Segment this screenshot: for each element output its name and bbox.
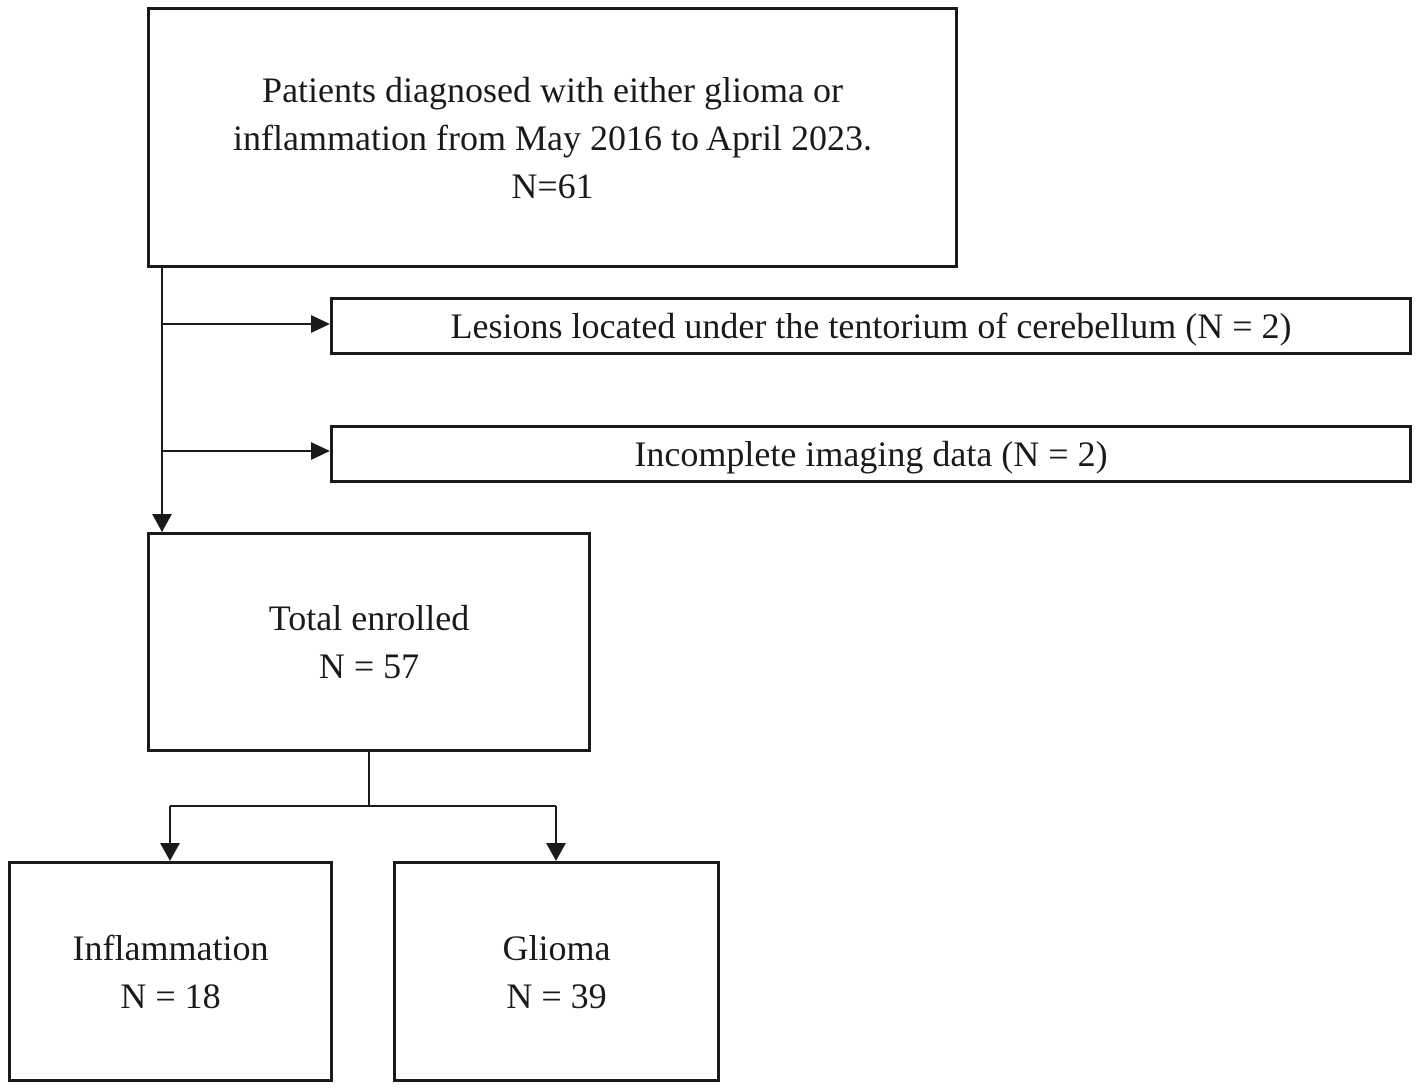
exclusion-infratentorial-text: Lesions located under the tentorium of c… — [450, 306, 1292, 346]
exclusion-incomplete-imaging-text: Incomplete imaging data (N = 2) — [634, 434, 1108, 474]
patients-diagnosed-box: Patients diagnosed with either glioma or… — [147, 7, 958, 268]
arrow-to-exclusion-1 — [311, 315, 330, 333]
glioma-box: Glioma N = 39 — [393, 861, 720, 1082]
exclusion-incomplete-imaging-box: Incomplete imaging data (N = 2) — [330, 425, 1412, 483]
exclusion-infratentorial-box: Lesions located under the tentorium of c… — [330, 297, 1412, 355]
patients-diagnosed-count: N=61 — [511, 165, 594, 206]
total-enrolled-count: N = 57 — [318, 646, 420, 686]
inflammation-count: N = 18 — [120, 975, 221, 1016]
glioma-count: N = 39 — [506, 975, 607, 1016]
arrow-to-inflammation — [160, 843, 180, 861]
patients-diagnosed-line-2: inflammation from May 2016 to April 2023… — [233, 117, 872, 158]
inflammation-box: Inflammation N = 18 — [8, 861, 333, 1082]
total-enrolled-label: Total enrolled — [268, 598, 470, 638]
arrow-to-exclusion-2 — [311, 442, 330, 460]
arrow-to-enrolled — [152, 514, 172, 532]
inflammation-label: Inflammation — [72, 927, 269, 968]
glioma-label: Glioma — [502, 927, 611, 968]
patients-diagnosed-line-1: Patients diagnosed with either glioma or — [262, 69, 843, 110]
total-enrolled-box: Total enrolled N = 57 — [147, 532, 591, 752]
arrow-to-glioma — [546, 843, 566, 861]
